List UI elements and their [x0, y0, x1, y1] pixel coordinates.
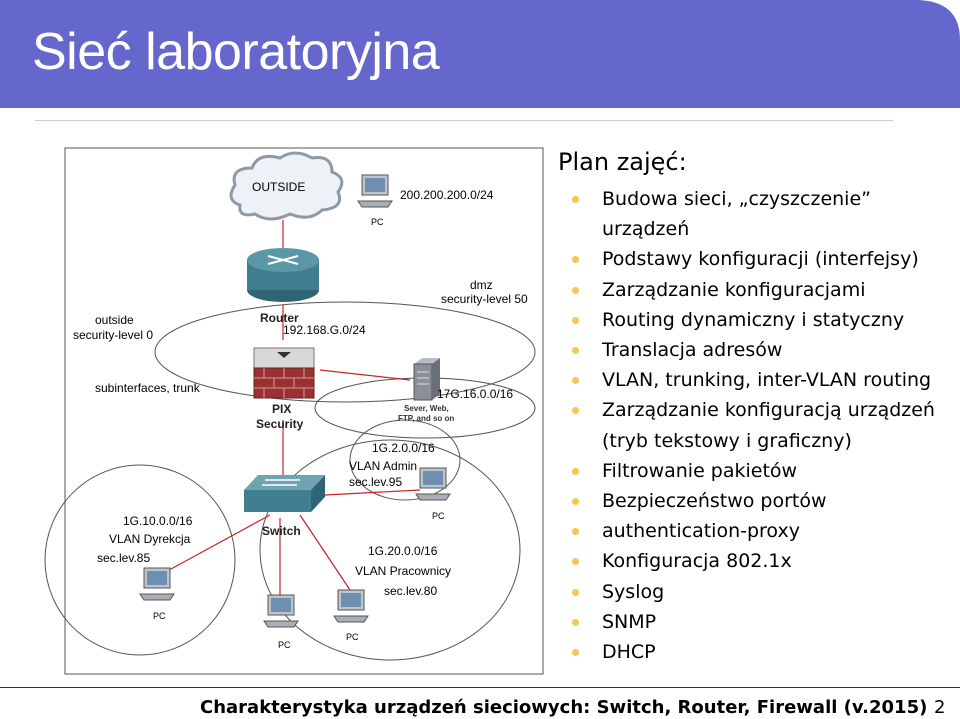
bullet-icon — [572, 498, 579, 506]
dmz-net-label: 17G.16.0.0/16 — [437, 387, 514, 401]
bullet-icon — [572, 256, 579, 264]
list-item: Zarządzanie konfiguracjami — [558, 275, 958, 305]
admin-vlan-name: VLAN Admin — [349, 459, 418, 473]
pracownicy-vlan-name: VLAN Pracownicy — [355, 564, 452, 578]
title-bar: Sieć laboratoryjna — [0, 0, 960, 108]
bullet-icon — [572, 347, 579, 355]
diagram-frame — [64, 147, 544, 675]
link-switch-dyrekcja — [159, 514, 271, 576]
pc-icon-admin — [415, 467, 451, 501]
switch-icon — [244, 475, 325, 512]
title-bar-shape — [0, 0, 960, 108]
plan-heading: Plan zajęć: — [558, 148, 687, 176]
pc-icon-switch-2 — [333, 589, 369, 623]
pc-icon-top — [357, 174, 393, 208]
bullet-icon — [572, 407, 579, 415]
list-item: Bezpieczeństwo portów — [558, 486, 958, 516]
plan-list: Budowa sieci, „czyszczenie” urządzeń Pod… — [558, 184, 958, 667]
network-diagram: OUTSIDE 200.200.200.0/24 PC outside secu… — [0, 130, 545, 690]
title-underline — [35, 120, 893, 121]
bullet-icon — [572, 467, 579, 475]
bullet-icon — [572, 528, 579, 536]
subinterfaces-label: subinterfaces, trunk — [95, 381, 200, 395]
router-icon — [247, 248, 319, 302]
outside-net-label: 200.200.200.0/24 — [400, 188, 494, 202]
dyrekcja-vlan-name: VLAN Dyrekcja — [109, 532, 191, 546]
router-net-label: 192.168.G.0/24 — [283, 323, 366, 337]
router-label: Router — [260, 311, 299, 325]
cloud-icon — [229, 151, 344, 221]
page-number: 2 — [934, 697, 946, 718]
admin-vlan-ellipse — [349, 419, 461, 501]
link-pix-server — [319, 369, 411, 381]
admin-vlan-net: 1G.2.0.0/16 — [372, 441, 435, 455]
admin-vlan-sec: sec.lev.95 — [349, 475, 403, 489]
list-item-continuation: (tryb tekstowy i graficzny) — [602, 429, 852, 452]
pc-switch-1-label: PC — [278, 640, 291, 650]
server-label-line1: Sever, Web, — [404, 404, 449, 413]
switch-label: Switch — [262, 524, 301, 538]
list-item: Routing dynamiczny i statyczny — [558, 305, 958, 335]
link-switch-pc2 — [299, 514, 351, 591]
list-item: SNMP — [558, 607, 958, 637]
dyrekcja-vlan-sec: sec.lev.85 — [97, 551, 151, 565]
list-item: Podstawy konfiguracji (interfejsy) — [558, 244, 958, 274]
bullet-icon — [572, 286, 579, 294]
pix-label-line1: PIX — [272, 402, 292, 416]
router-net-ellipse — [154, 301, 536, 403]
bullet-icon — [572, 618, 579, 626]
list-item: DHCP — [558, 637, 958, 667]
footer-divider — [0, 687, 960, 688]
pc-icon-dyrekcja — [139, 567, 175, 601]
firewall-icon — [253, 347, 315, 399]
list-item: Zarządzanie konfiguracją urządzeń — [558, 395, 958, 425]
bullet-icon — [572, 196, 579, 203]
list-item-continuation: urządzeń — [602, 218, 690, 241]
pracownicy-vlan-ellipse — [259, 439, 521, 661]
cloud-label: OUTSIDE — [252, 180, 306, 194]
list-item: Syslog — [558, 577, 958, 607]
server-icon — [413, 358, 440, 401]
server-label-line2: FTP, and so on — [398, 414, 455, 423]
pracownicy-vlan-net: 1G.20.0.0/16 — [368, 544, 438, 558]
dmz-zone-line1: dmz — [470, 278, 493, 292]
list-item: Translacja adresów — [558, 335, 958, 365]
bullet-icon — [572, 558, 579, 566]
pc-switch-2-label: PC — [346, 632, 359, 642]
list-item: Budowa sieci, „czyszczenie” — [558, 184, 958, 214]
list-item: authentication-proxy — [558, 516, 958, 546]
pc-admin-label: PC — [432, 511, 445, 521]
outside-zone-line2: security-level 0 — [73, 328, 154, 342]
bullet-icon — [572, 377, 579, 385]
dyrekcja-vlan-ellipse — [44, 464, 236, 656]
footer-text: Charakterystyka urządzeń sieciowych: Swi… — [200, 697, 928, 718]
dmz-zone-line2: security-level 50 — [441, 292, 528, 306]
plan-section: Plan zajęć: Budowa sieci, „czyszczenie” … — [558, 148, 958, 667]
slide-title: Sieć laboratoryjna — [32, 23, 440, 81]
pix-label-line2: Security — [256, 417, 304, 431]
bullet-icon — [572, 588, 579, 596]
pc-icon-switch-1 — [263, 594, 299, 628]
list-item: VLAN, trunking, inter-VLAN routing — [558, 365, 958, 395]
link-switch-admin — [324, 489, 421, 496]
outside-zone-line1: outside — [95, 313, 134, 327]
bullet-icon — [572, 649, 579, 657]
pracownicy-vlan-sec: sec.lev.80 — [384, 584, 438, 598]
diagram-canvas — [44, 147, 544, 675]
dyrekcja-vlan-net: 1G.10.0.0/16 — [123, 514, 193, 528]
list-item: Konfiguracja 802.1x — [558, 546, 958, 576]
list-item: Filtrowanie pakietów — [558, 456, 958, 486]
bullet-icon — [572, 316, 579, 324]
pc-dyrekcja-label: PC — [153, 611, 166, 621]
pc-top-label: PC — [371, 217, 384, 227]
